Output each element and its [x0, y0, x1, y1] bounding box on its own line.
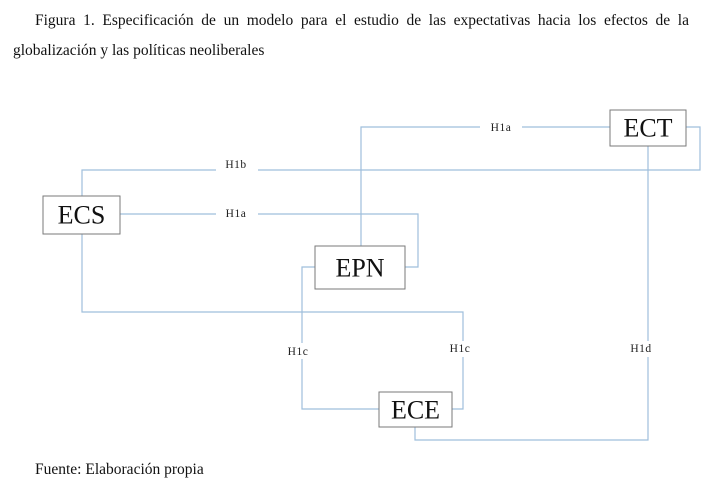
edge-label-ect-epn: H1a — [491, 122, 512, 134]
node-ecs-label: ECS — [58, 201, 106, 230]
edge-ecs-ece: H1c — [81, 234, 483, 410]
edge-epn-ece: H1c — [280, 266, 379, 410]
node-ect-label: ECT — [623, 114, 672, 143]
node-ece: ECE — [378, 391, 453, 428]
edge-label-ecs-epn: H1a — [226, 208, 247, 220]
edge-ect-ece: H1d — [414, 146, 664, 441]
figure-caption: Figura 1. Especificación de un modelo pa… — [13, 12, 689, 59]
node-ect: ECT — [609, 109, 687, 147]
node-epn-label: EPN — [335, 254, 384, 283]
edge-ecs-ect: H1b — [81, 126, 701, 196]
node-ecs: ECS — [42, 195, 121, 235]
node-ece-label: ECE — [391, 396, 440, 425]
edge-ecs-epn: H1a — [120, 206, 419, 268]
edge-ect-epn: H1a — [360, 120, 610, 246]
edge-label-ecs-ect: H1b — [225, 159, 246, 171]
node-epn: EPN — [314, 245, 406, 290]
figure-source: Fuente: Elaboración propia — [35, 461, 204, 478]
edge-label-ect-ece: H1d — [630, 343, 651, 355]
edge-label-ecs-ece: H1c — [450, 343, 471, 355]
edge-label-epn-ece: H1c — [288, 346, 309, 358]
